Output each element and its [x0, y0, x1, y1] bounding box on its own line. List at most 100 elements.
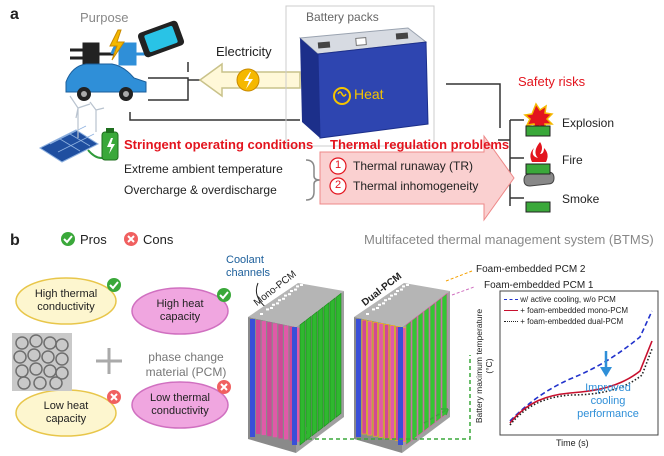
pcm-label: phase change material (PCM) [145, 350, 227, 379]
btms-title: Multifaceted thermal management system (… [364, 232, 654, 247]
legend-item-2: + foam-embedded mono-PCM [504, 305, 628, 316]
temperature-curves [509, 310, 653, 426]
pcm-cell-front [272, 323, 278, 438]
cell-terminal [272, 303, 275, 306]
fire-icon [530, 142, 548, 162]
pro-2-label: High heat capacity [156, 298, 204, 323]
battery-cell-side [305, 315, 312, 442]
battery-cell-side [411, 315, 418, 442]
problem-2-text: Thermal inhomogeneity [353, 179, 479, 193]
electricity-label: Electricity [216, 44, 272, 59]
cell-terminal [372, 308, 375, 311]
battery-cell-side [405, 320, 412, 446]
mono-pcm-module [248, 279, 344, 453]
temperature-curve-1 [509, 310, 653, 422]
pro-1-label: High thermal conductivity [34, 288, 98, 313]
cell-terminal [394, 293, 397, 296]
cell-terminal [306, 279, 309, 282]
pcm-cell-front [261, 321, 266, 436]
plot-xlabel: Time (s) [556, 438, 589, 448]
pcm-cell-front [361, 319, 367, 435]
battery-cell-side [429, 301, 436, 428]
cell-terminal [284, 294, 287, 297]
coolant-plate [356, 319, 361, 437]
panel-a-letter: a [10, 6, 19, 23]
pcm-cell-front [289, 326, 294, 441]
cell-terminal [290, 290, 293, 292]
cell-terminal [390, 294, 393, 297]
car-icon [65, 63, 147, 101]
battery-cell-side [335, 292, 342, 419]
problem-1-text: Thermal runaway (TR) [353, 159, 474, 173]
metal-foam-image [12, 333, 72, 391]
panel-b-graphics [12, 232, 659, 453]
battery-cell-side [317, 306, 324, 432]
plot-legend: w/ active cooling, w/o PCM + foam-embedd… [504, 294, 628, 327]
risk-fire: Fire [562, 153, 583, 167]
cell-terminal [288, 293, 291, 296]
temperature-curve-2 [509, 340, 653, 424]
coolant-label: Coolant channels [226, 254, 271, 279]
plot-ylabel: Battery maximum temperature (°C) [474, 308, 494, 424]
plug-icon [70, 42, 151, 66]
cell-terminal [270, 307, 273, 309]
pcm-cell-front [295, 327, 300, 442]
pros-label: Pros [80, 232, 107, 247]
coolant-plate [398, 327, 403, 445]
battery-cell-side [423, 306, 430, 432]
cell-terminal [260, 313, 263, 315]
cell-terminal [266, 308, 269, 311]
purpose-label: Purpose [80, 10, 129, 25]
battery-cell-side [435, 297, 442, 423]
cell-terminal [406, 284, 409, 286]
problem-2-num: 2 [335, 179, 342, 191]
battery-cell-side [323, 301, 330, 428]
cell-terminal [282, 297, 285, 300]
battery-cell-side [299, 320, 306, 446]
cell-terminal [400, 288, 403, 291]
pcm-cell-front [284, 325, 289, 440]
pcm1-label: Foam-embedded PCM 1 [484, 280, 594, 291]
condition-1: Extreme ambient temperature [124, 162, 283, 176]
condition-2: Overcharge & overdischarge [124, 183, 277, 197]
panel-b-letter: b [10, 232, 20, 249]
battery-pack-frame [285, 5, 435, 147]
battery-packs-label: Battery packs [306, 10, 379, 24]
problem-1-num: 1 [335, 159, 342, 171]
pro-ellipse-1 [15, 277, 117, 325]
cell-terminal [300, 284, 303, 286]
conditions-title: Stringent operating conditions [124, 137, 314, 152]
battery-cell-side [441, 292, 448, 419]
temperature-curve-3 [509, 348, 653, 426]
cell-terminal [378, 303, 381, 306]
cell-terminal [278, 299, 281, 302]
cell-terminal [376, 307, 379, 309]
coolant-plate [250, 319, 255, 437]
pcm-cell-front [267, 322, 272, 437]
problems-title: Thermal regulation problems [330, 137, 510, 152]
panel-a-graphics [38, 5, 555, 222]
cell-terminal [396, 290, 399, 292]
pcm-cell-front [278, 324, 283, 439]
cell-terminal [294, 288, 297, 291]
cell-terminal [366, 313, 369, 315]
improved-label: Improved cooling performance [577, 382, 639, 420]
cell-terminal [276, 302, 279, 305]
cell-terminal [384, 299, 387, 302]
safety-risks-label: Safety risks [518, 74, 586, 89]
cell-terminal [412, 279, 415, 282]
pcm-cell-front [384, 324, 390, 439]
coolant-plate [292, 327, 297, 445]
wind-turbine-icon [69, 95, 105, 138]
battery-cell-side [417, 311, 424, 437]
cell-terminal [402, 285, 405, 288]
green-battery-icon [101, 128, 119, 161]
con-ellipse-2 [131, 381, 229, 429]
pcm-cell-front [389, 325, 395, 440]
risk-explosion: Explosion [562, 116, 615, 130]
thermal-problems-arrow [319, 134, 515, 222]
cell-terminal [388, 297, 391, 300]
phone-icon [137, 20, 185, 58]
temperature-plot-frame [499, 290, 659, 436]
pros-check-icon [61, 232, 75, 246]
